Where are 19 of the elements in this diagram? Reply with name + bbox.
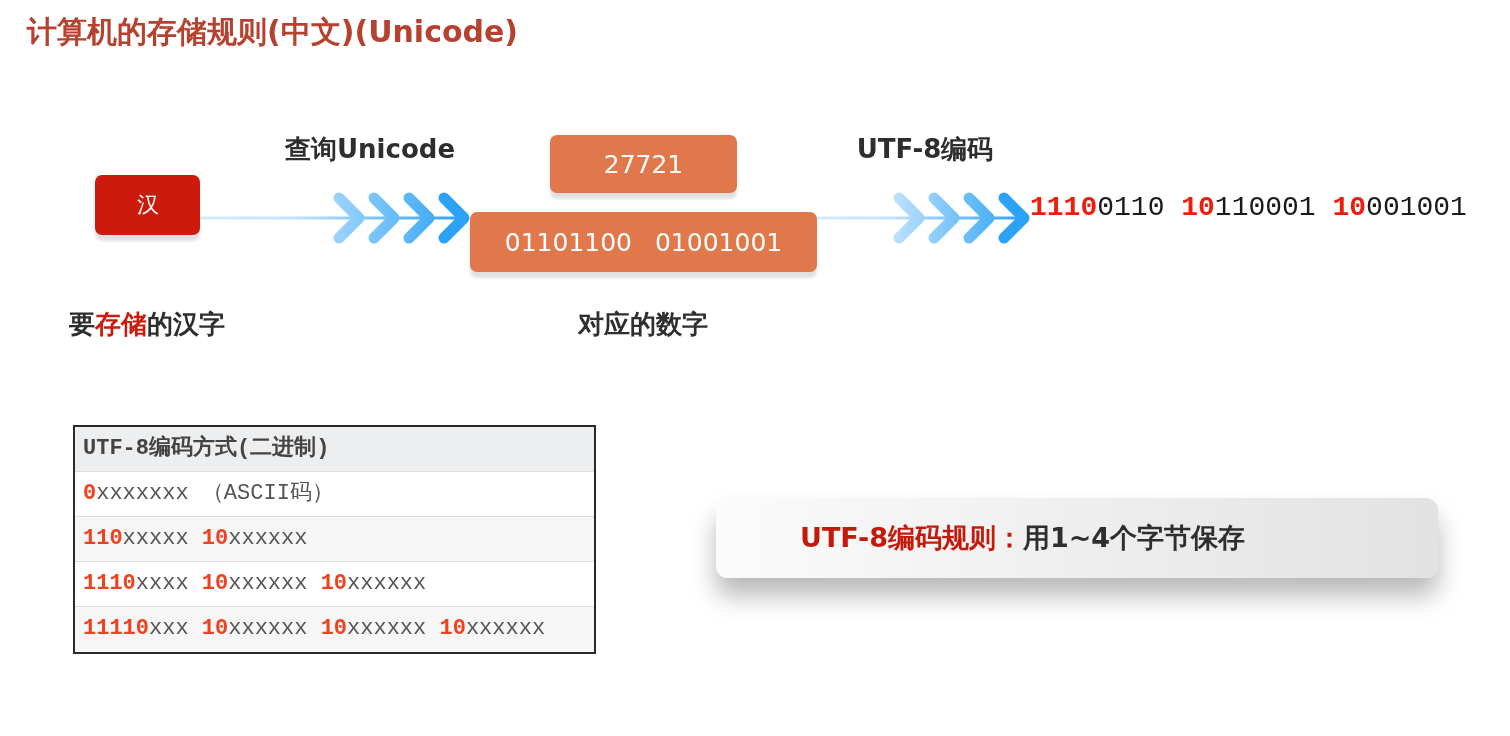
node-caption: 要存储的汉字 (69, 308, 225, 341)
table-cell: 110xxxxx 10xxxxxx (75, 517, 594, 562)
chevron-arrow (198, 192, 470, 244)
table-cell: 11110xxx 10xxxxxx 10xxxxxx 10xxxxxx (75, 607, 594, 652)
character-label: 汉 (136, 191, 159, 219)
code-box (470, 212, 817, 272)
code-box (550, 135, 737, 193)
chevron-arrow (815, 192, 1030, 244)
character-box (95, 175, 200, 235)
edge-label: UTF-8编码 (856, 133, 994, 166)
rule-text: UTF-8编码规则：用1~4个字节保存 (800, 521, 1246, 555)
rule-card (716, 498, 1438, 578)
node-caption: 对应的数字 (578, 308, 708, 341)
slide-title: 计算机的存储规则(中文)(Unicode) (27, 13, 519, 51)
edge-label: 查询Unicode (284, 133, 456, 166)
code-value: 01101100 01001001 (504, 227, 783, 257)
code-value: 27721 (603, 149, 684, 179)
binary-output: 11100110 10110001 10001001 (1030, 188, 1482, 228)
table-header-cell: UTF-8编码方式(二进制) (75, 427, 594, 472)
